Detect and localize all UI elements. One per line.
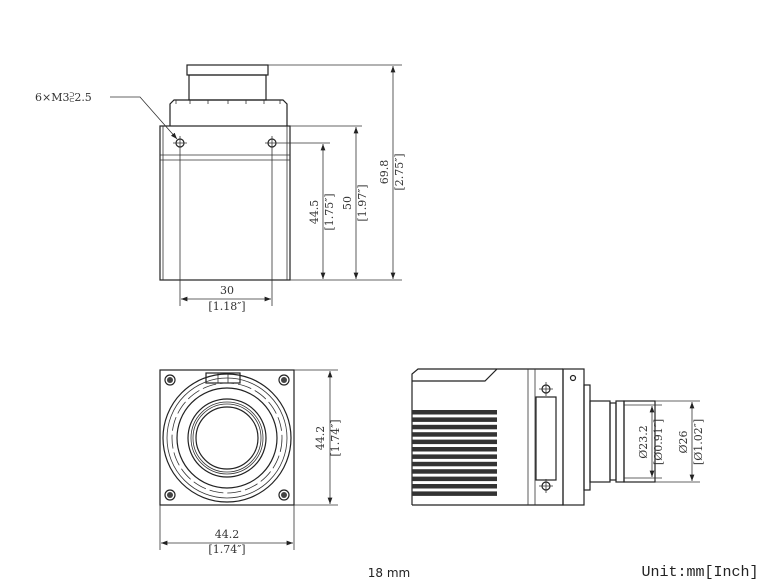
dim-44-5: 44.5: [308, 200, 321, 225]
lens-barrel-side: [589, 400, 611, 483]
heatsink-fin: [412, 447, 497, 452]
heatsink-fins: [412, 410, 497, 496]
heatsink-fin: [412, 424, 497, 430]
front-plate: [159, 369, 295, 506]
heatsink-fin: [412, 461, 497, 467]
dim-2-75-in: [2.75″]: [393, 153, 406, 190]
heatsink-fin: [412, 417, 497, 422]
dim-d0-91-in: [Ø0.91″]: [652, 419, 665, 465]
heatsink-fin: [412, 484, 497, 489]
lens-cap-top: [186, 64, 269, 76]
dim-front-height: 44.2: [314, 426, 327, 451]
dim-d23-2: Ø23.2: [637, 425, 650, 459]
side-view: Ø23.2 [Ø0.91″] Ø26 [Ø1.02″]: [411, 368, 705, 506]
camera-body: [159, 125, 291, 281]
hole-callout: 6×M3⫔2.5: [35, 91, 92, 104]
dim-1-18-in: [1.18″]: [208, 300, 245, 313]
dim-d1-02-in: [Ø1.02″]: [692, 419, 705, 465]
dim-front-height-in: [1.74″]: [329, 419, 342, 456]
heatsink-fin: [412, 476, 497, 482]
heatsink-fin: [412, 454, 497, 459]
lens-barrel: [188, 74, 267, 101]
heatsink-fin: [412, 469, 497, 474]
dim-d26: Ø26: [677, 430, 690, 453]
dim-50: 50: [341, 196, 354, 210]
heatsink-fin: [412, 410, 497, 415]
dim-1-75-in: [1.75″]: [323, 193, 336, 230]
side-body: [411, 368, 563, 505]
dim-front-width: 44.2: [215, 528, 240, 541]
leader-line: [110, 96, 178, 140]
heatsink-fin: [412, 491, 497, 496]
unit-label: Unit:mm[Inch]: [641, 564, 758, 581]
screw-icon: [164, 374, 290, 501]
dim-1-97-in: [1.97″]: [356, 184, 369, 221]
front-view: 44.2 [1.74″] 44.2 [1.74″]: [159, 369, 342, 556]
top-view: 6×M3⫔2.5 69.8 [2.75″] 50 [1.97″] 44.5 [1…: [35, 64, 406, 313]
heatsink-fin: [412, 439, 497, 445]
lens-collar: [169, 99, 288, 126]
dim-69-8: 69.8: [378, 160, 391, 185]
mount-ring: [583, 384, 591, 491]
dim-front-width-in: [1.74″]: [208, 543, 245, 556]
dim-30: 30: [220, 284, 234, 297]
crosshair-hole-icon: [539, 382, 553, 493]
caption: 18 mm: [368, 566, 410, 580]
heatsink-fin: [412, 432, 497, 437]
mount-hole-icon: [173, 136, 279, 150]
connector: [535, 396, 557, 481]
